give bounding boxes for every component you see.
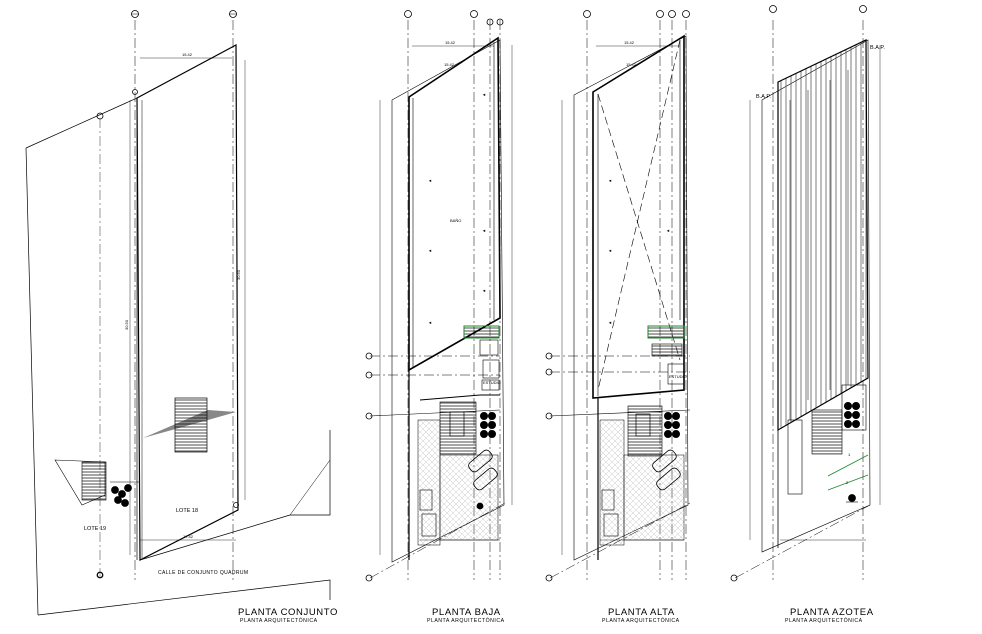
svg-text:◄: ◄ <box>428 248 432 253</box>
svg-text:◄: ◄ <box>608 178 612 183</box>
planta-conjunto: 15.42 30.50 30.50 17.42 <box>25 10 331 616</box>
svg-text:17.42: 17.42 <box>183 534 194 539</box>
planta-azotea: 1 2 <box>730 5 881 582</box>
svg-text:◄: ◄ <box>482 92 486 97</box>
planta-baja: 15.42 15.42 ◄ ◄ ◄ ◄ ◄ ◄ BAÑO ESTUDIO <box>365 10 513 582</box>
bap-label-left: B.A.P. <box>756 94 771 100</box>
svg-text:◄: ◄ <box>482 288 486 293</box>
lote-18-label: LOTE 18 <box>176 508 198 514</box>
planta-alta: 15.42 15.42 ◄ ◄ ◄ ◄ ESTUDIO <box>545 10 691 582</box>
svg-text:15.42: 15.42 <box>445 40 456 45</box>
svg-text:15.42: 15.42 <box>182 52 193 57</box>
svg-text:2: 2 <box>846 480 849 485</box>
svg-text:15.42: 15.42 <box>624 40 635 45</box>
plan-title-alta: PLANTA ALTA <box>608 607 675 618</box>
svg-text:15.42: 15.42 <box>444 62 455 67</box>
plan-subtitle-azotea: PLANTA ARQUITECTÓNICA <box>785 617 863 624</box>
plan-subtitle-alta: PLANTA ARQUITECTÓNICA <box>602 617 680 624</box>
plan-title-conjunto: PLANTA CONJUNTO <box>238 607 338 618</box>
bap-label-top: B.A.P. <box>870 45 885 51</box>
svg-text:BAÑO: BAÑO <box>450 218 461 223</box>
plan-title-baja: PLANTA BAJA <box>432 607 501 618</box>
plan-subtitle-conjunto: PLANTA ARQUITECTÓNICA <box>240 617 318 624</box>
svg-text:◄: ◄ <box>428 178 432 183</box>
plan-subtitle-baja: PLANTA ARQUITECTÓNICA <box>427 617 505 624</box>
svg-text:30.50: 30.50 <box>236 269 241 280</box>
svg-text:◄: ◄ <box>428 320 432 325</box>
street-label: CALLE DE CONJUNTO QUADRUM <box>158 570 248 576</box>
svg-text:1: 1 <box>848 452 851 457</box>
svg-text:◄: ◄ <box>482 228 486 233</box>
lote-19-label: LOTE 19 <box>84 526 106 532</box>
svg-text:ESTUDIO: ESTUDIO <box>669 374 687 379</box>
plan-title-azotea: PLANTA AZOTEA <box>790 607 874 618</box>
svg-text:◄: ◄ <box>608 248 612 253</box>
svg-text:◄: ◄ <box>666 228 670 233</box>
svg-text:◄: ◄ <box>608 320 612 325</box>
svg-text:ESTUDIO: ESTUDIO <box>483 380 501 385</box>
svg-text:15.42: 15.42 <box>626 62 637 67</box>
svg-text:30.50: 30.50 <box>124 319 129 330</box>
